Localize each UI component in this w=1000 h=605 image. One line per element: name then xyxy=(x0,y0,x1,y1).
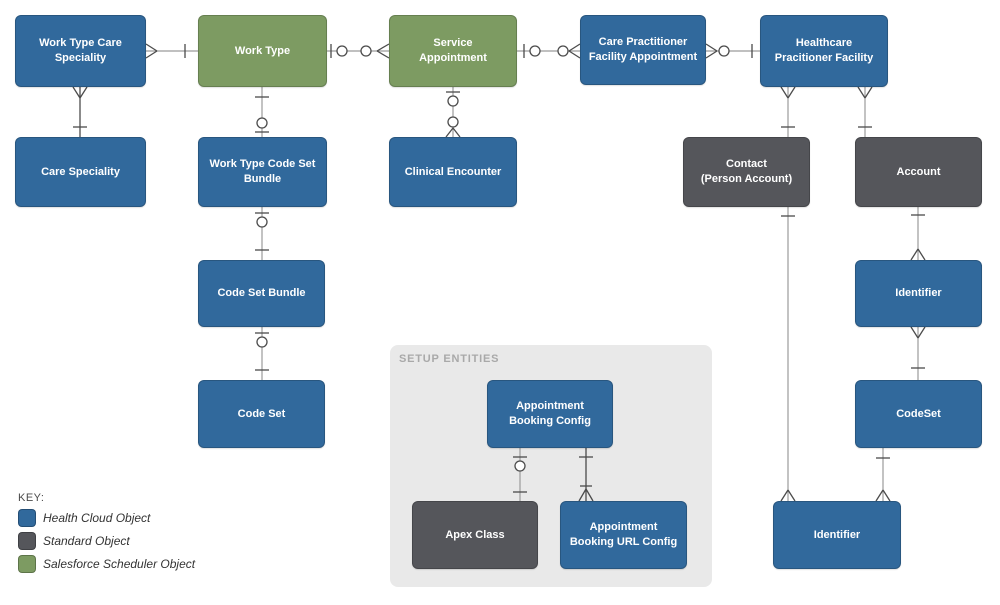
rel-hpf-account xyxy=(857,86,873,137)
node-contact-person-account: Contact (Person Account) xyxy=(683,137,810,207)
legend-label: Standard Object xyxy=(43,534,130,548)
node-work-type: Work Type xyxy=(198,15,327,87)
rel-abc-aburc xyxy=(578,448,594,502)
node-label: Work Type Care Speciality xyxy=(39,37,122,64)
node-work-type-code-set-bundle: Work Type Code Set Bundle xyxy=(198,137,327,207)
rel-wtcs-carespeciality xyxy=(72,86,88,137)
rel-wtcsb-codesetbundle xyxy=(255,207,269,260)
node-appointment-booking-config: Appointment Booking Config xyxy=(487,380,613,448)
node-work-type-care-speciality: Work Type Care Speciality xyxy=(15,15,146,87)
legend-label: Health Cloud Object xyxy=(43,511,151,525)
rel-serviceappointment-cpfa xyxy=(517,43,581,59)
standard-object-swatch-icon xyxy=(18,532,36,550)
node-label: Identifier xyxy=(813,528,861,541)
node-label: Identifier xyxy=(895,287,942,300)
node-label: Appointment Booking Config xyxy=(509,400,591,427)
node-label: Contact (Person Account) xyxy=(700,158,793,185)
rel-serviceappointment-clinicalencounter xyxy=(445,87,461,138)
node-code-set: Code Set xyxy=(198,380,325,448)
rel-identifier-codeset xyxy=(910,326,926,380)
node-label: Apex Class xyxy=(445,528,505,541)
legend-item-scheduler: Salesforce Scheduler Object xyxy=(18,555,195,573)
node-service-appointment: Service Appointment xyxy=(389,15,517,87)
node-account: Account xyxy=(855,137,982,207)
health-cloud-swatch-icon xyxy=(18,509,36,527)
node-label: Account xyxy=(896,165,941,178)
node-code-set-bundle: Code Set Bundle xyxy=(198,260,325,327)
node-label: Healthcare Pracitioner Facility xyxy=(774,37,874,64)
rel-codeset-identifierbottom xyxy=(875,448,891,502)
node-identifier-right: Identifier xyxy=(855,260,982,327)
rel-worktype-wtcsb xyxy=(255,87,269,137)
node-clinical-encounter: Clinical Encounter xyxy=(389,137,517,207)
rel-cpfa-hpf xyxy=(705,43,760,59)
node-codeset-right: CodeSet xyxy=(855,380,982,448)
legend: KEY: Health Cloud Object Standard Object… xyxy=(18,492,195,578)
rel-worktype-serviceappointment xyxy=(327,43,390,59)
node-identifier-bottom: Identifier xyxy=(773,501,901,569)
node-care-speciality: Care Speciality xyxy=(15,137,146,207)
node-healthcare-practitioner-facility: Healthcare Pracitioner Facility xyxy=(760,15,888,87)
legend-item-standard: Standard Object xyxy=(18,532,195,550)
rel-hpf-contact xyxy=(780,86,796,137)
node-care-practitioner-facility-appointment: Care Practitioner Facility Appointment xyxy=(580,15,706,85)
legend-item-health-cloud: Health Cloud Object xyxy=(18,509,195,527)
rel-codesetbundle-codeset xyxy=(255,327,269,380)
rel-contact-identifierbottom xyxy=(780,207,796,502)
node-label: Work Type Code Set Bundle xyxy=(209,158,316,185)
node-label: Appointment Booking URL Config xyxy=(569,521,678,548)
rel-account-identifier xyxy=(910,207,926,261)
node-label: Care Speciality xyxy=(41,165,120,178)
node-label: Clinical Encounter xyxy=(404,165,502,178)
node-label: Work Type xyxy=(234,44,291,57)
node-label: Code Set Bundle xyxy=(217,287,306,300)
scheduler-object-swatch-icon xyxy=(18,555,36,573)
rel-abc-apexclass xyxy=(513,448,527,501)
node-apex-class: Apex Class xyxy=(412,501,538,569)
node-label: Code Set xyxy=(237,407,286,420)
setup-entities-label: SETUP ENTITIES xyxy=(399,353,500,365)
node-label: CodeSet xyxy=(896,407,941,420)
node-appointment-booking-url-config: Appointment Booking URL Config xyxy=(560,501,687,569)
node-label: Service Appointment xyxy=(419,37,487,64)
legend-label: Salesforce Scheduler Object xyxy=(43,557,196,571)
rel-wtcs-worktype xyxy=(145,43,198,59)
node-label: Care Practitioner Facility Appointment xyxy=(588,36,698,63)
legend-title: KEY: xyxy=(18,492,45,504)
